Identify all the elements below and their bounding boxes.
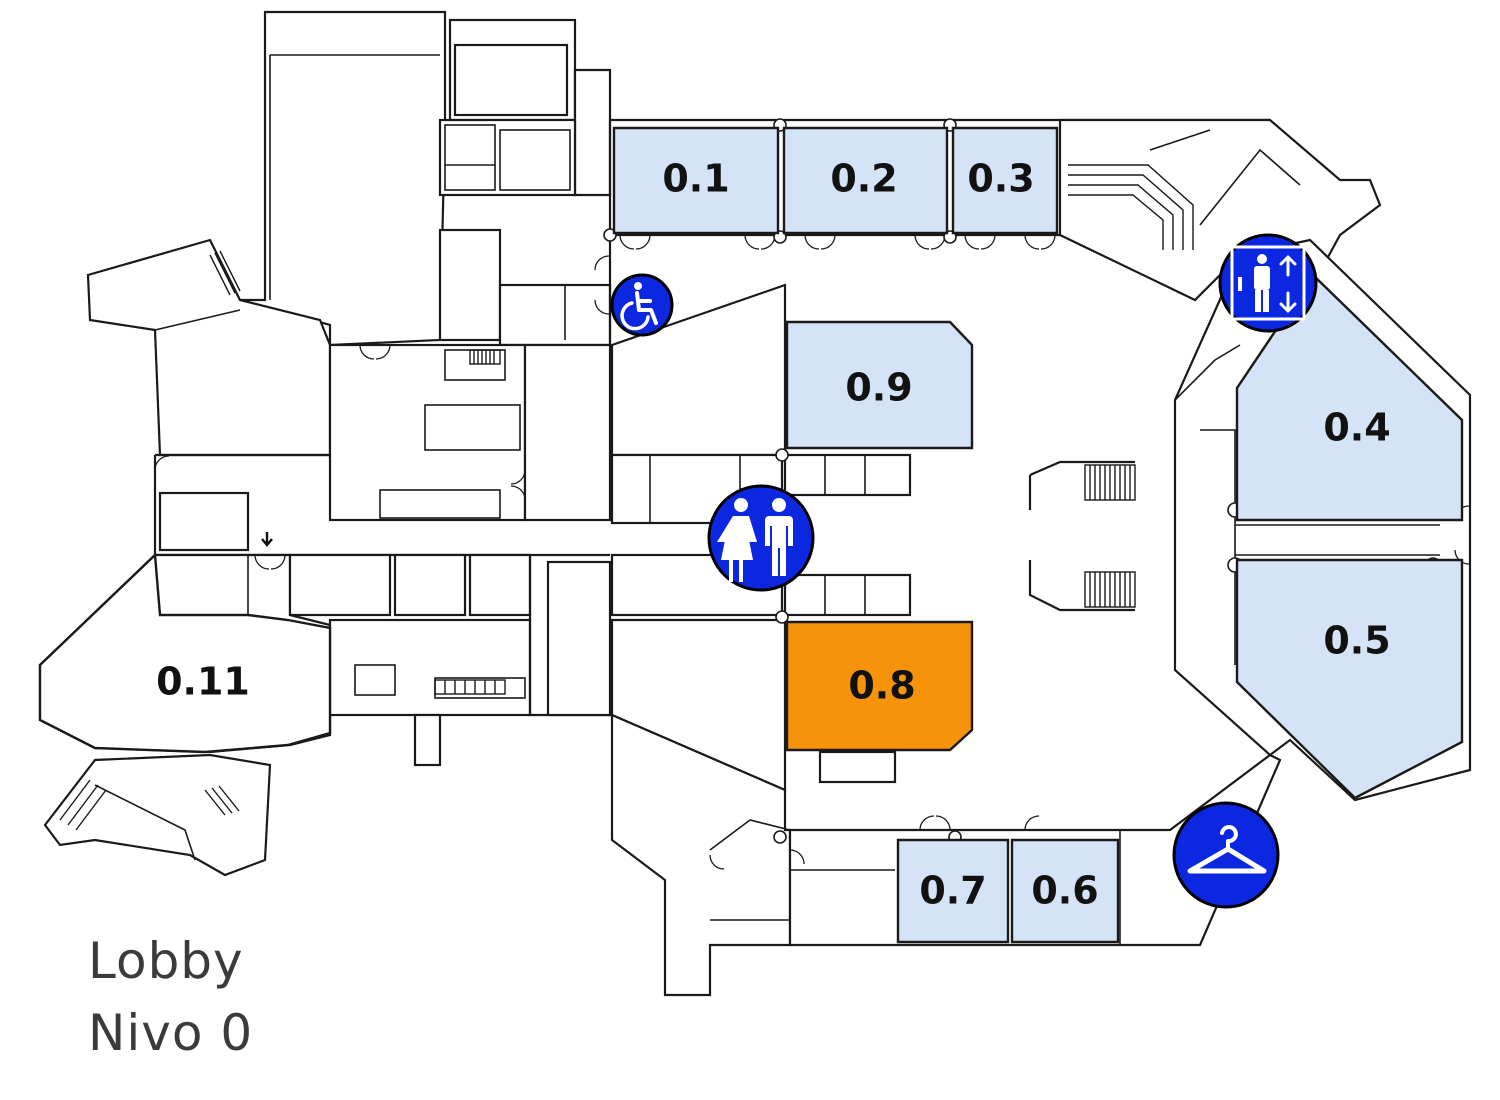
floor-label-area: Lobby	[88, 932, 244, 990]
room-0-2-label: 0.2	[830, 157, 897, 201]
room-0-5[interactable]	[1235, 558, 1464, 800]
room-0-3[interactable]	[951, 126, 1059, 235]
entry-arrow-icon	[261, 532, 273, 547]
floor-label: Lobby Nivo 0	[88, 925, 253, 1069]
room-0-8-label: 0.8	[848, 664, 915, 708]
room-0-7-label: 0.7	[919, 869, 986, 913]
room-0-5-label: 0.5	[1323, 619, 1390, 663]
room-0-7[interactable]	[896, 838, 1010, 944]
room-0-3-label: 0.3	[967, 157, 1034, 201]
elevator-icon[interactable]	[1218, 233, 1318, 333]
wheelchair-icon[interactable]	[610, 273, 674, 337]
room-0-2[interactable]	[782, 126, 949, 235]
room-0-1[interactable]	[612, 126, 780, 235]
doors	[154, 234, 1470, 870]
room-0-11[interactable]	[38, 552, 332, 754]
restroom-icon[interactable]	[707, 484, 815, 592]
room-0-9[interactable]	[785, 320, 974, 450]
room-0-1-label: 0.1	[662, 157, 729, 201]
rooms-layer: 0.1 0.2 0.3 0.4 0.5 0.6 0.7 0.8 0.9 0.11	[38, 126, 1464, 944]
room-0-6[interactable]	[1010, 838, 1120, 944]
cloakroom-icon[interactable]	[1172, 801, 1280, 909]
room-0-11-label: 0.11	[156, 660, 250, 704]
room-0-6-label: 0.6	[1031, 869, 1098, 913]
room-0-9-label: 0.9	[845, 366, 912, 410]
stairs	[59, 164, 1194, 831]
room-0-4[interactable]	[1235, 273, 1464, 522]
floor-label-level: Nivo 0	[88, 1004, 254, 1062]
room-0-4-label: 0.4	[1323, 406, 1390, 450]
room-0-8[interactable]	[785, 620, 974, 752]
